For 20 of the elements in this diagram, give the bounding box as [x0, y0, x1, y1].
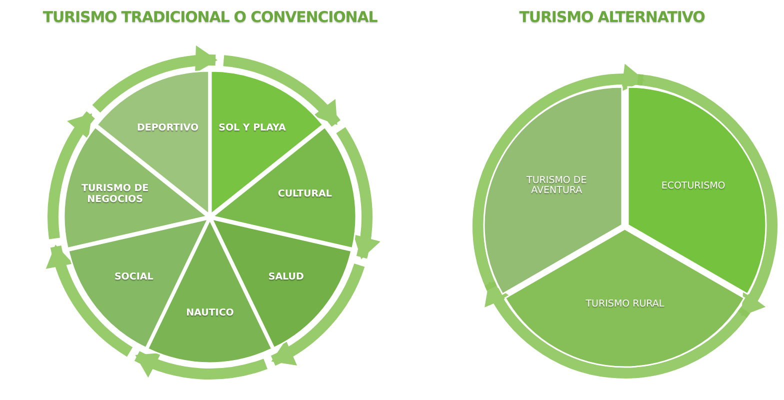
sector-label: ECOTURISMO [660, 181, 726, 192]
sector-label: CULTURAL [276, 190, 333, 201]
sector-label: TURISMO DE NEGOCIOS [80, 184, 150, 206]
sector-label: TURISMO RURAL [584, 299, 666, 310]
sector-label: SOL Y PLAYA [218, 124, 287, 135]
sector-label: TURISMO DE AVENTURA [526, 176, 588, 198]
diagram-heading: TURISMO ALTERNATIVO [519, 8, 705, 26]
cycle-arrow [336, 127, 380, 260]
cycle-arrow [92, 46, 218, 113]
sector-label: SALUD [267, 272, 305, 284]
cycle-arrow [134, 350, 268, 380]
sector-label: SOCIAL [113, 272, 154, 284]
sector-label: DEPORTIVO [136, 124, 200, 135]
sector-label: NAUTICO [185, 308, 235, 320]
cycle-arrow [270, 263, 365, 366]
cycle-arrow [222, 55, 340, 127]
diagram-heading: TURISMO TRADICIONAL O CONVENCIONAL [42, 8, 378, 26]
cycle-arrow [47, 244, 133, 357]
cycle-arrow [484, 280, 750, 378]
cycle-arrow [48, 112, 96, 239]
